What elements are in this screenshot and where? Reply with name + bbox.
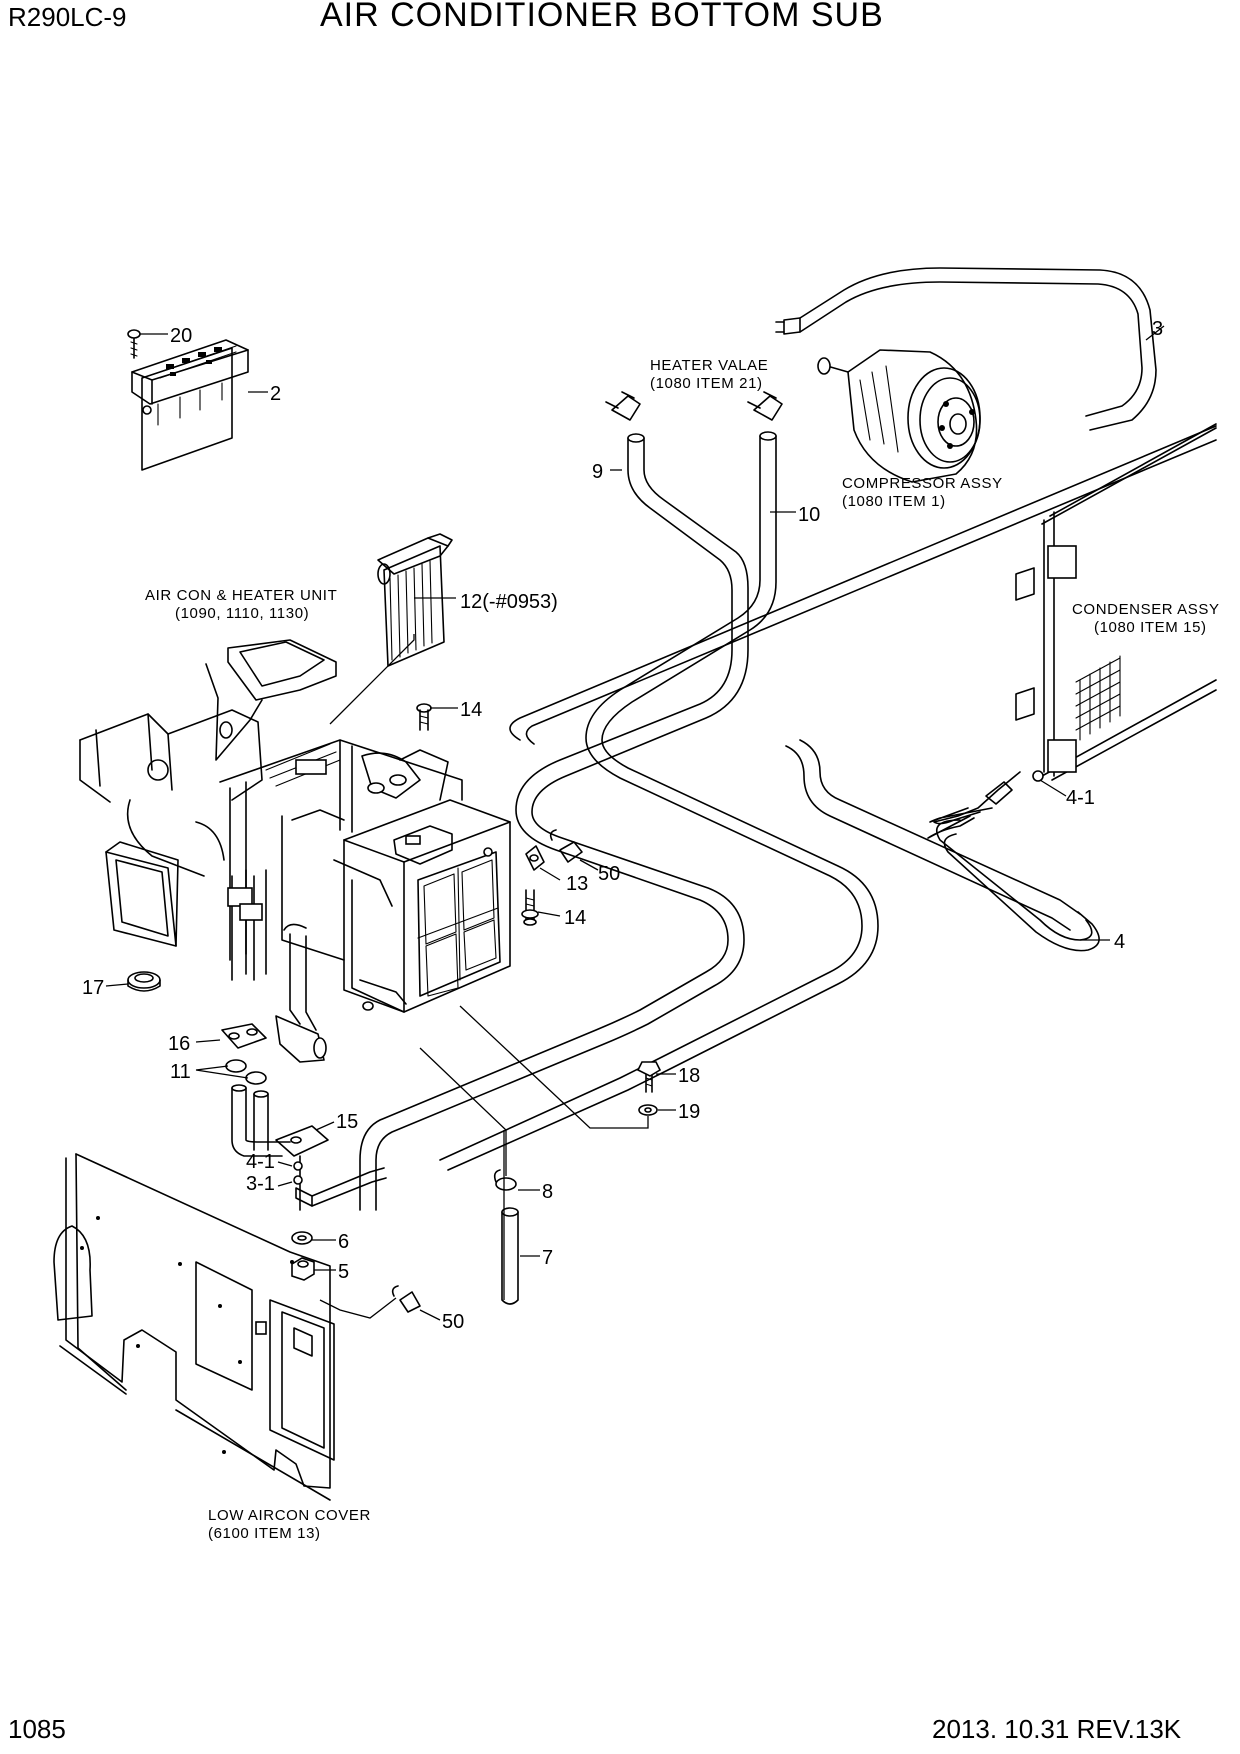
callout-10: 10 (798, 504, 820, 526)
low-cover-note-line1: LOW AIRCON COVER (208, 1507, 371, 1524)
callout-19: 19 (678, 1101, 700, 1123)
notes: HEATER VALAE (1080 ITEM 21) COMPRESSOR A… (145, 357, 1220, 1542)
heater-valve-note-line2: (1080 ITEM 21) (650, 375, 763, 392)
callout-12: 12(-#0953) (460, 591, 558, 613)
aircon-unit-note-line2: (1090, 1110, 1130) (175, 605, 309, 622)
clip-50-upper (549, 829, 583, 863)
clamp-8 (419, 1047, 517, 1191)
condenser-note-line2: (1080 ITEM 15) (1094, 619, 1207, 636)
bolt-14-lower (521, 889, 539, 926)
callout-3: 3 (1152, 318, 1163, 340)
callout-17: 17 (82, 977, 104, 999)
callout-5: 5 (338, 1261, 349, 1283)
washer-6 (291, 1231, 313, 1245)
washer-19 (638, 1104, 658, 1116)
page-title: AIR CONDITIONER BOTTOM SUB (320, 0, 884, 34)
callout-7: 7 (542, 1247, 553, 1269)
callout-11: 11 (170, 1061, 191, 1083)
heater-valves (605, 391, 783, 421)
callout-16: 16 (168, 1033, 190, 1055)
condenser-part (1015, 423, 1217, 781)
hose-7 (501, 1207, 519, 1305)
bracket-13 (525, 845, 545, 871)
callout-8: 8 (542, 1181, 553, 1203)
callout-14-upper: 14 (460, 699, 482, 721)
clip-50-lower (391, 1285, 421, 1313)
compressor-part (817, 349, 981, 483)
compressor-note-line2: (1080 ITEM 1) (842, 493, 946, 510)
compressor-note-line1: COMPRESSOR ASSY (842, 475, 1003, 492)
leader-lines (105, 325, 1165, 1321)
model-label: R290LC-9 (8, 2, 127, 32)
grommet-17 (127, 971, 161, 992)
callout-2: 2 (270, 383, 281, 405)
bolt-14-top (416, 703, 432, 731)
caps-11 (225, 1059, 267, 1085)
heater-hoses (359, 431, 879, 1211)
callout-50-upper: 50 (598, 863, 620, 885)
callout-13: 13 (566, 873, 588, 895)
callout-6: 6 (338, 1231, 349, 1253)
refrigerant-lines (509, 425, 1217, 931)
aircon-heater-unit (79, 639, 511, 1063)
callout-4: 4 (1114, 931, 1125, 953)
callout-18: 18 (678, 1065, 700, 1087)
plate-16 (221, 1023, 267, 1049)
callout-3-1: 3-1 (246, 1173, 275, 1195)
hose-3 (775, 267, 1157, 431)
filter-12 (377, 533, 453, 667)
nut-5 (291, 1257, 315, 1281)
low-cover-note-line2: (6100 ITEM 13) (208, 1525, 321, 1542)
hose-4 (927, 770, 1100, 952)
low-aircon-cover (53, 1153, 335, 1501)
callout-4-1-upper: 4-1 (1066, 787, 1095, 809)
heater-pipe-ends (231, 1084, 291, 1157)
callout-14-lower: 14 (564, 907, 586, 929)
callout-9: 9 (592, 461, 603, 483)
callouts: 20 2 3 9 10 12(-#0953) 14 50 13 14 4-1 4… (82, 318, 1163, 1333)
condenser-note-line1: CONDENSER ASSY (1072, 601, 1220, 618)
callout-20: 20 (170, 325, 192, 347)
page-number: 1085 (8, 1714, 66, 1744)
heater-valve-note-line1: HEATER VALAE (650, 357, 768, 374)
callout-50-lower: 50 (442, 1311, 464, 1333)
screw-20 (127, 329, 141, 359)
bracket-15 (275, 1125, 387, 1211)
revision-date: 2013. 10.31 REV.13K (932, 1714, 1182, 1744)
control-panel-part (131, 339, 249, 471)
bolt-18 (636, 1061, 662, 1093)
aircon-unit-note-line1: AIR CON & HEATER UNIT (145, 587, 337, 604)
callout-4-1-lower: 4-1 (246, 1151, 275, 1173)
callout-15: 15 (336, 1111, 358, 1133)
